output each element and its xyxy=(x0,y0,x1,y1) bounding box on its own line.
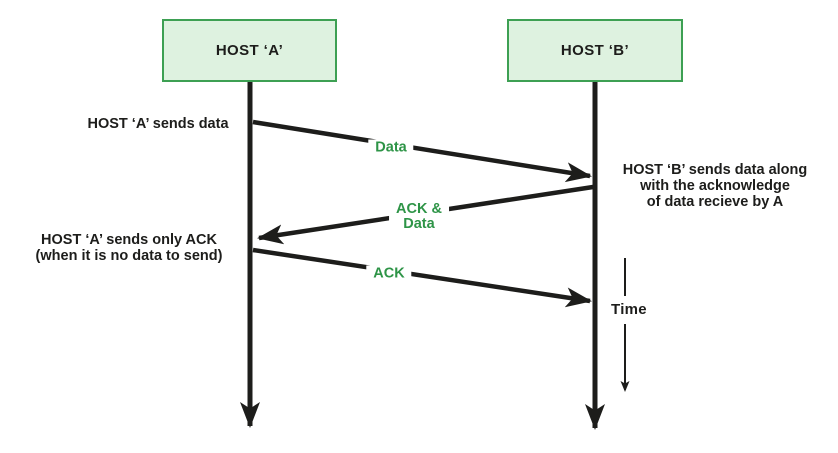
message-label-data: Data xyxy=(368,139,414,157)
arrow-data-a-to-b xyxy=(252,119,592,183)
message-text: ACK & xyxy=(396,201,442,217)
message-label-ack: ACK xyxy=(366,265,412,283)
annotation-line: of data recieve by A xyxy=(646,194,784,210)
host-b-box: HOST ‘B’ xyxy=(507,19,683,82)
annotation-line: (when it is no data to send) xyxy=(35,248,223,264)
arrow-ack-a-to-b xyxy=(252,247,592,308)
message-text: Data xyxy=(375,139,407,156)
host-a-label: HOST ‘A’ xyxy=(215,42,284,59)
host-b-label: HOST ‘B’ xyxy=(560,42,630,59)
message-label-ack-and-data: ACK & Data xyxy=(389,201,449,233)
annotation-host-b-sends-data: HOST ‘B’ sends data along with the ackno… xyxy=(623,162,808,210)
annotation-host-a-sends-only-ack: HOST ‘A’ sends only ACK (when it is no d… xyxy=(36,232,223,264)
annotation-line: with the acknowledge xyxy=(640,178,790,194)
annotation-line: HOST ‘B’ sends data along xyxy=(622,162,808,178)
message-text: Data xyxy=(403,216,435,232)
annotation-line: HOST ‘A’ sends only ACK xyxy=(41,232,217,248)
annotation-host-a-sends-data: HOST ‘A’ sends data xyxy=(87,116,228,132)
host-a-box: HOST ‘A’ xyxy=(162,19,337,82)
message-text: ACK xyxy=(373,265,405,282)
annotation-line: HOST ‘A’ sends data xyxy=(87,116,229,132)
time-axis-label: Time xyxy=(611,301,647,318)
